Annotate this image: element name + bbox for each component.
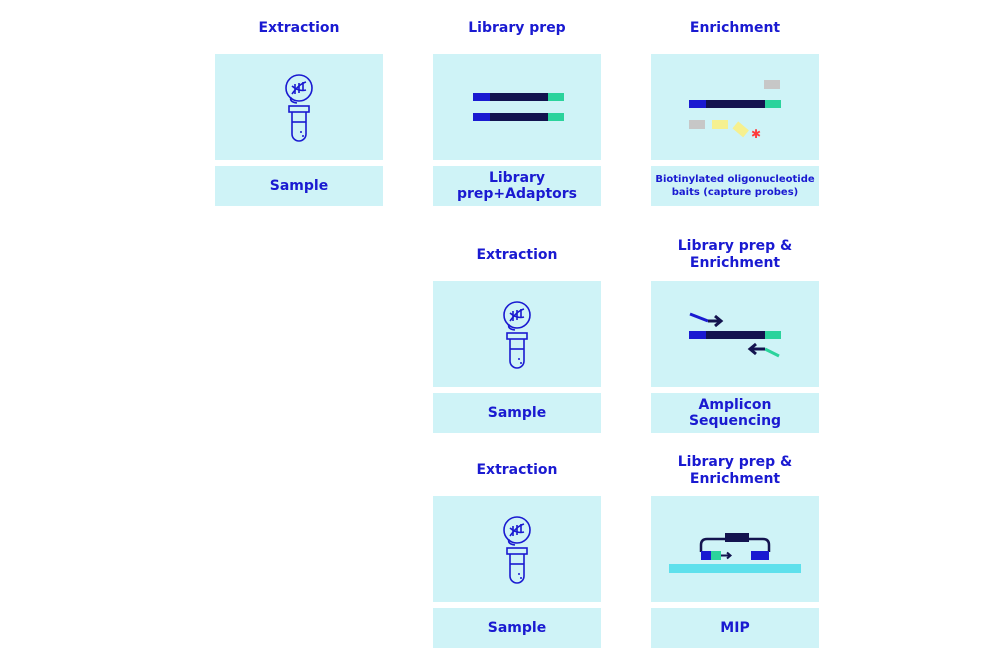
dna-tube-icon (285, 74, 313, 142)
svg-text:✱: ✱ (751, 127, 761, 141)
capture-probe-icon: ✱ (689, 80, 781, 141)
adaptor-fragment-icon (473, 93, 564, 121)
sample-label: Sample (433, 393, 601, 433)
step-title-extraction: Extraction (476, 247, 558, 263)
library-prep-label: Library prep+Adaptors (433, 166, 601, 206)
library-prep-panel (433, 54, 601, 160)
step-title-library-prep-enrichment: Library prep & Enrichment (677, 454, 793, 487)
amplicon-sequencing-label: Amplicon Sequencing (651, 393, 819, 433)
enrichment-panel: ✱ (651, 54, 819, 160)
sample-label: Sample (215, 166, 383, 206)
mip-panel (651, 496, 819, 602)
dna-tube-icon (503, 301, 531, 369)
step-title-enrichment: Enrichment (689, 20, 781, 36)
sample-panel (433, 281, 601, 387)
mip-probe-icon (669, 533, 801, 573)
primer-amplicon-icon (689, 312, 781, 358)
mip-label: MIP (651, 608, 819, 648)
dna-tube-icon (503, 516, 531, 584)
step-title-library-prep-enrichment: Library prep & Enrichment (677, 238, 793, 271)
step-title-extraction: Extraction (476, 462, 558, 478)
step-title-extraction: Extraction (258, 20, 340, 36)
step-title-library-prep: Library prep (468, 20, 566, 36)
sample-label: Sample (433, 608, 601, 648)
sample-panel (215, 54, 383, 160)
amplicon-panel (651, 281, 819, 387)
capture-probes-label: Biotinylated oligonucleotide baits (capt… (651, 166, 819, 206)
sample-panel (433, 496, 601, 602)
